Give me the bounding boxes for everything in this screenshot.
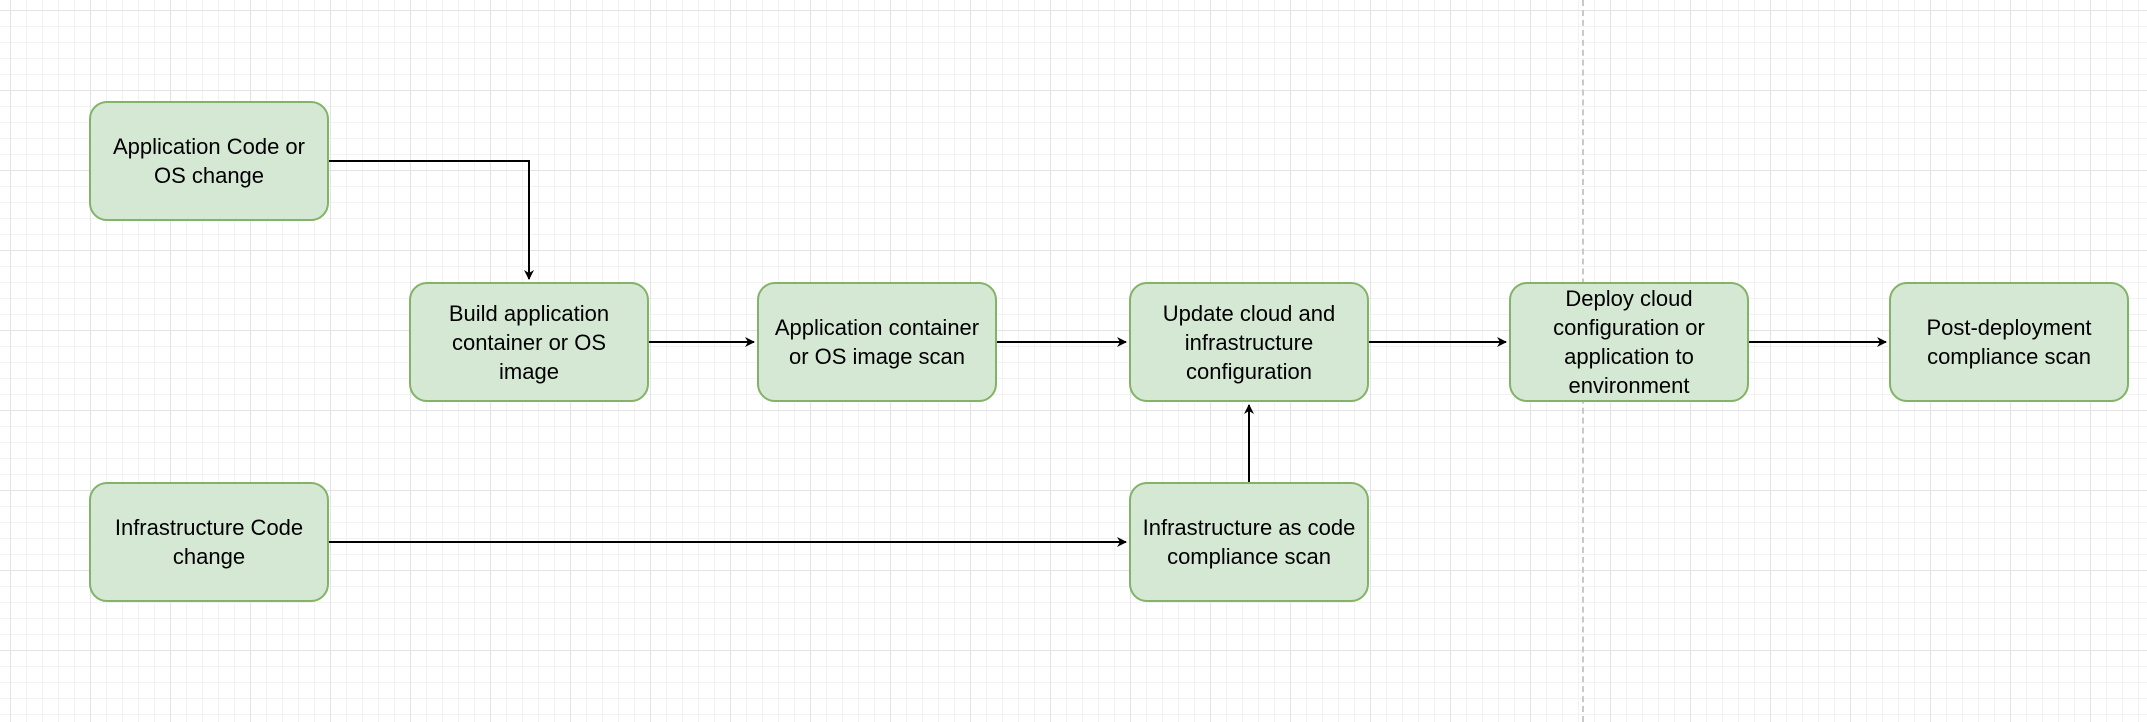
- node-application-code-change[interactable]: Application Code or OS change: [89, 101, 329, 221]
- node-post-deployment-scan[interactable]: Post-deployment compliance scan: [1889, 282, 2129, 402]
- node-label: Infrastructure as code compliance scan: [1142, 515, 1356, 569]
- node-label: Application Code or OS change: [112, 134, 305, 188]
- node-container-image-scan[interactable]: Application container or OS image scan: [757, 282, 997, 402]
- node-label: Infrastructure Code change: [114, 515, 304, 569]
- node-label: Post-deployment compliance scan: [1926, 315, 2092, 369]
- node-deploy-to-environment[interactable]: Deploy cloud configuration or applicatio…: [1509, 282, 1749, 402]
- edge-app-change-to-build[interactable]: [329, 160, 534, 280]
- node-label: Update cloud and infrastructure configur…: [1162, 300, 1336, 384]
- node-label: Application container or OS image scan: [774, 315, 980, 369]
- node-iac-compliance-scan[interactable]: Infrastructure as code compliance scan: [1129, 482, 1369, 602]
- node-label: Deploy cloud configuration or applicatio…: [1553, 286, 1705, 398]
- node-label: Build application container or OS image: [448, 300, 610, 384]
- node-infrastructure-code-change[interactable]: Infrastructure Code change: [89, 482, 329, 602]
- node-update-cloud-config[interactable]: Update cloud and infrastructure configur…: [1129, 282, 1369, 402]
- node-build-container-image[interactable]: Build application container or OS image: [409, 282, 649, 402]
